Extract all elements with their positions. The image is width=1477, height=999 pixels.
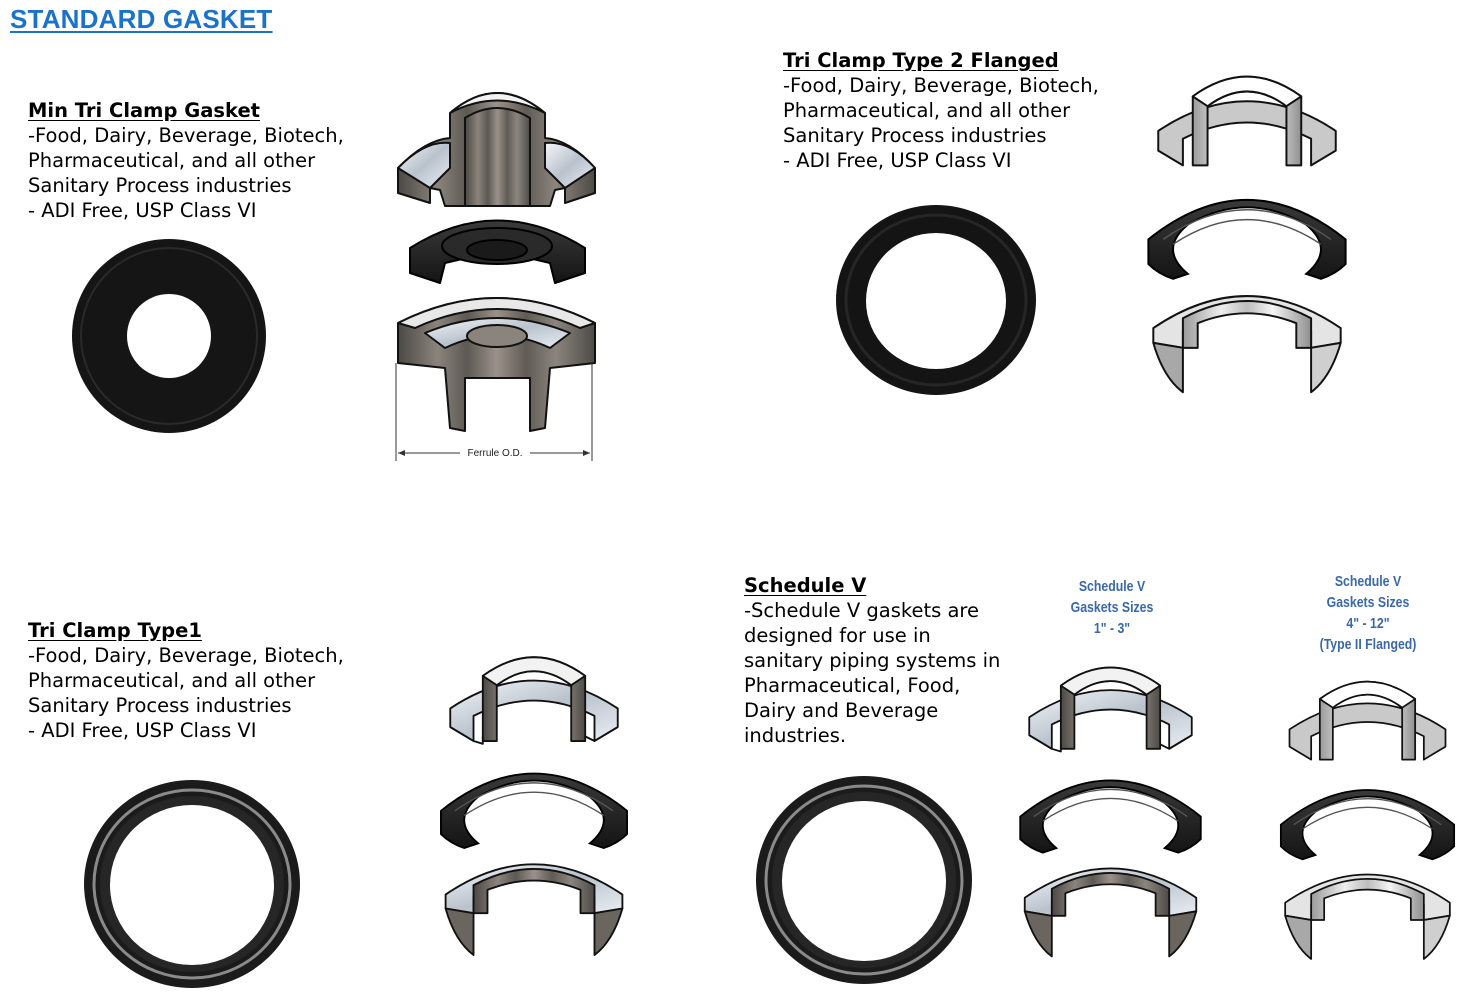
schedule-v-small-caption: Schedule V Gaskets Sizes 1" - 3" <box>1063 576 1161 639</box>
product-line: Sanitary Process industries <box>28 694 292 717</box>
product-line: designed for use in <box>744 624 931 647</box>
product-line: Pharmaceutical, Food, <box>744 674 961 697</box>
caption-line: Schedule V <box>1078 578 1146 595</box>
product-description-type1: Tri Clamp Type1 -Food, Dairy, Beverage, … <box>28 618 344 743</box>
product-line: -Food, Dairy, Beverage, Biotech, <box>783 74 1099 97</box>
product-description-schedule-v: Schedule V -Schedule V gaskets are desig… <box>744 573 1000 748</box>
product-line: industries. <box>744 724 847 747</box>
flat-black-gasket-image <box>72 239 266 433</box>
product-line: Sanitary Process industries <box>28 174 292 197</box>
schedule-v-small-exploded-view <box>1019 666 1202 958</box>
black-grooved-ring-gasket-image <box>84 780 300 988</box>
product-line: Dairy and Beverage <box>744 699 939 722</box>
caption-line: Gaskets Sizes <box>1326 594 1410 611</box>
product-line: -Food, Dairy, Beverage, Biotech, <box>28 124 344 147</box>
caption-line: (Type II Flanged) <box>1319 636 1417 653</box>
product-line: sanitary piping systems in <box>744 649 1001 672</box>
product-line: - ADI Free, USP Class VI <box>28 199 257 222</box>
schedule-v-ring-gasket-image <box>756 776 972 984</box>
ferrule-gasket-assembly-diagram: Ferrule O.D. <box>395 92 596 461</box>
product-description-min-tri-clamp: Min Tri Clamp Gasket -Food, Dairy, Bever… <box>28 98 344 223</box>
product-line: - ADI Free, USP Class VI <box>28 719 257 742</box>
product-heading: Tri Clamp Type 2 Flanged <box>783 49 1059 72</box>
product-line: Sanitary Process industries <box>783 124 1047 147</box>
product-line: - ADI Free, USP Class VI <box>783 149 1012 172</box>
caption-line: 1" - 3" <box>1093 620 1131 637</box>
product-line: -Schedule V gaskets are <box>744 599 979 622</box>
product-heading: Schedule V <box>744 574 867 597</box>
schedule-v-large-exploded-view <box>1279 680 1456 960</box>
product-line: -Food, Dairy, Beverage, Biotech, <box>28 644 344 667</box>
schedule-v-large-caption: Schedule V Gaskets Sizes 4" - 12" (Type … <box>1311 571 1426 655</box>
type2-flanged-exploded-view <box>1147 75 1347 394</box>
product-line: Pharmaceutical, and all other <box>783 99 1071 122</box>
caption-line: 4" - 12" <box>1346 615 1390 632</box>
product-description-type2-flanged: Tri Clamp Type 2 Flanged -Food, Dairy, B… <box>783 48 1099 173</box>
black-ring-gasket-image <box>836 205 1036 395</box>
ferrule-od-label: Ferrule O.D. <box>467 448 522 459</box>
product-line: Pharmaceutical, and all other <box>28 149 316 172</box>
type1-exploded-view <box>439 656 629 957</box>
caption-line: Schedule V <box>1334 573 1402 590</box>
product-heading: Tri Clamp Type1 <box>28 619 202 642</box>
page-title: STANDARD GASKET <box>10 4 273 34</box>
caption-line: Gaskets Sizes <box>1070 599 1154 616</box>
product-heading: Min Tri Clamp Gasket <box>28 99 260 122</box>
product-line: Pharmaceutical, and all other <box>28 669 316 692</box>
